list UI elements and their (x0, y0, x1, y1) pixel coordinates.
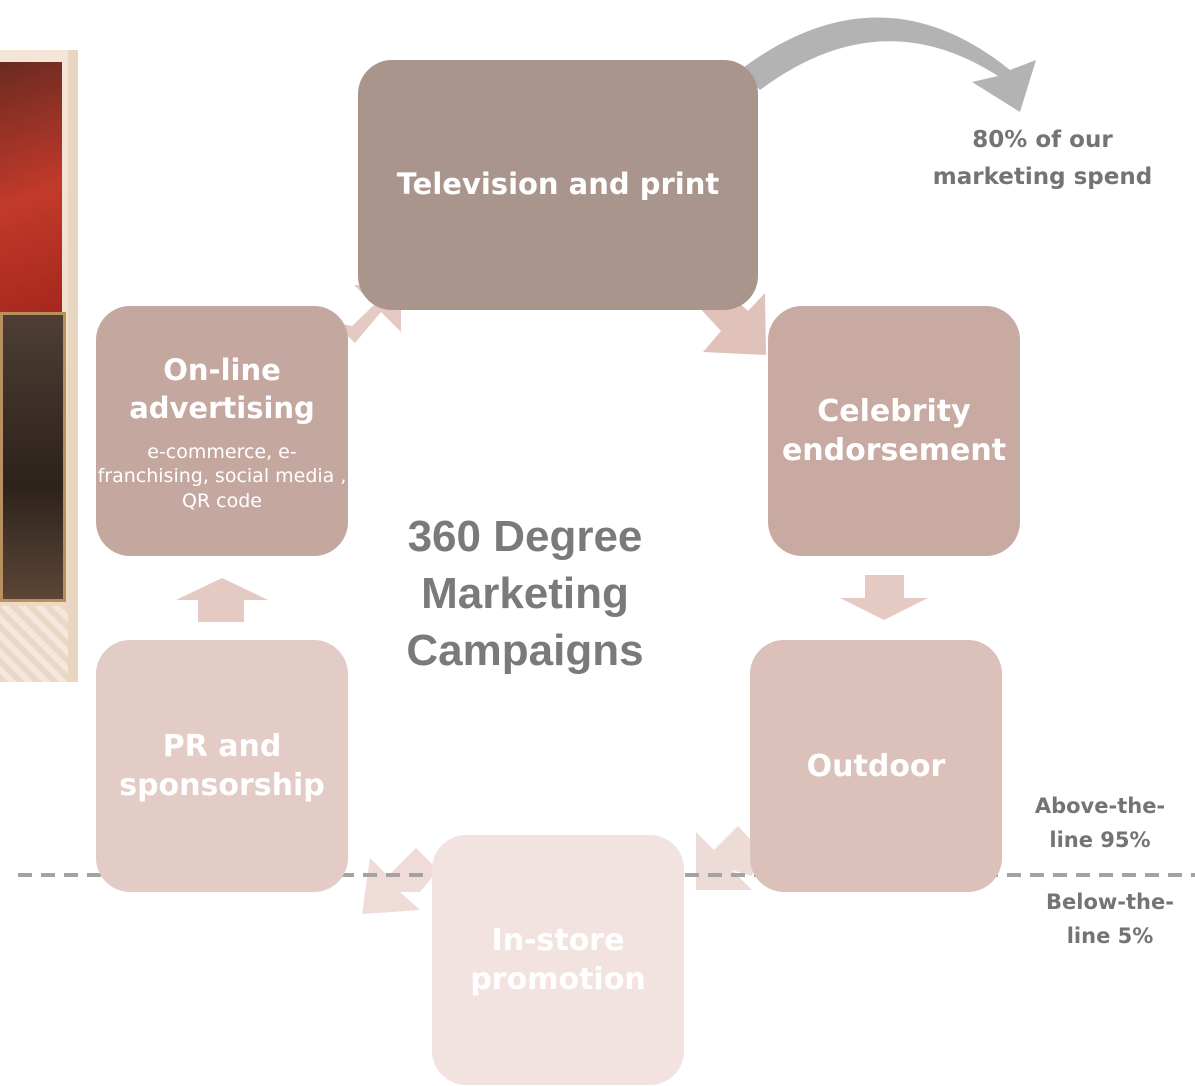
center-label-line: Marketing (421, 569, 629, 619)
stage-online-advertising: On-line advertising e-commerce, e-franch… (96, 306, 348, 556)
spend-annotation: 80% of our marketing spend (932, 127, 1153, 190)
below-the-line-annotation: Below-the-line 5% (1046, 890, 1174, 948)
stage-title: Outdoor (806, 748, 946, 784)
stage-outdoor: Outdoor (750, 640, 1002, 892)
arrow-celebrity-to-outdoor (840, 575, 928, 620)
stage-subtitle: e-commerce, e-franchising, social media … (97, 440, 347, 513)
curved-arrow (740, 17, 1036, 112)
stage-title: Television and print (396, 167, 720, 202)
center-label-line: Campaigns (406, 626, 644, 676)
stage-title: Celebrity endorsement (781, 394, 1007, 468)
center-label: 360 Degree Marketing Campaigns (370, 508, 680, 680)
photo-pattern (0, 606, 68, 682)
arrow-pr-to-online (176, 578, 268, 622)
stage-title: PR and sponsorship (119, 729, 325, 803)
stage-in-store-promotion: In-store promotion (432, 835, 684, 1085)
stage-television-and-print: Television and print (358, 60, 758, 310)
stage-title: In-store promotion (470, 923, 646, 997)
center-label-line: 360 Degree (407, 512, 643, 561)
stage-pr-and-sponsorship: PR and sponsorship (96, 640, 348, 892)
photo-framed-portrait (0, 312, 66, 602)
stage-celebrity-endorsement: Celebrity endorsement (768, 306, 1020, 556)
arrow-instore-to-pr (362, 848, 438, 914)
above-the-line-annotation: Above-the-line 95% (1034, 794, 1166, 852)
advertisement-photo (0, 50, 78, 682)
stage-title: On-line advertising (129, 353, 315, 425)
